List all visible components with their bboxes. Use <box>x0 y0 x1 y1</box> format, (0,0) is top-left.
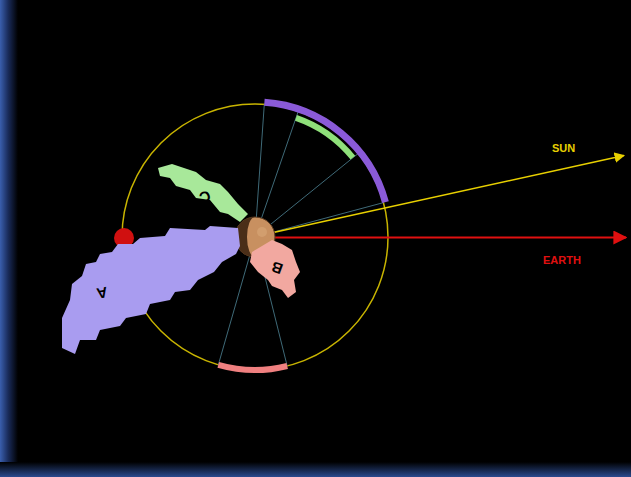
earth-label: EARTH <box>543 255 581 266</box>
earth-arrow <box>275 237 626 239</box>
radial-lines <box>218 104 383 366</box>
region-letter: A <box>95 285 108 302</box>
sun-label: SUN <box>552 143 575 154</box>
region-fill <box>250 240 300 298</box>
region-shape <box>58 222 248 358</box>
purple-region: A <box>58 222 248 358</box>
sun-arrow <box>262 156 624 236</box>
pink-region: B <box>246 236 304 302</box>
region-fill <box>62 226 240 354</box>
green-arc <box>296 118 353 158</box>
slide-border <box>0 462 631 477</box>
green-region: C <box>155 160 253 226</box>
red-arc <box>218 365 287 370</box>
purple-arc <box>264 102 385 202</box>
region-fill <box>158 164 248 222</box>
